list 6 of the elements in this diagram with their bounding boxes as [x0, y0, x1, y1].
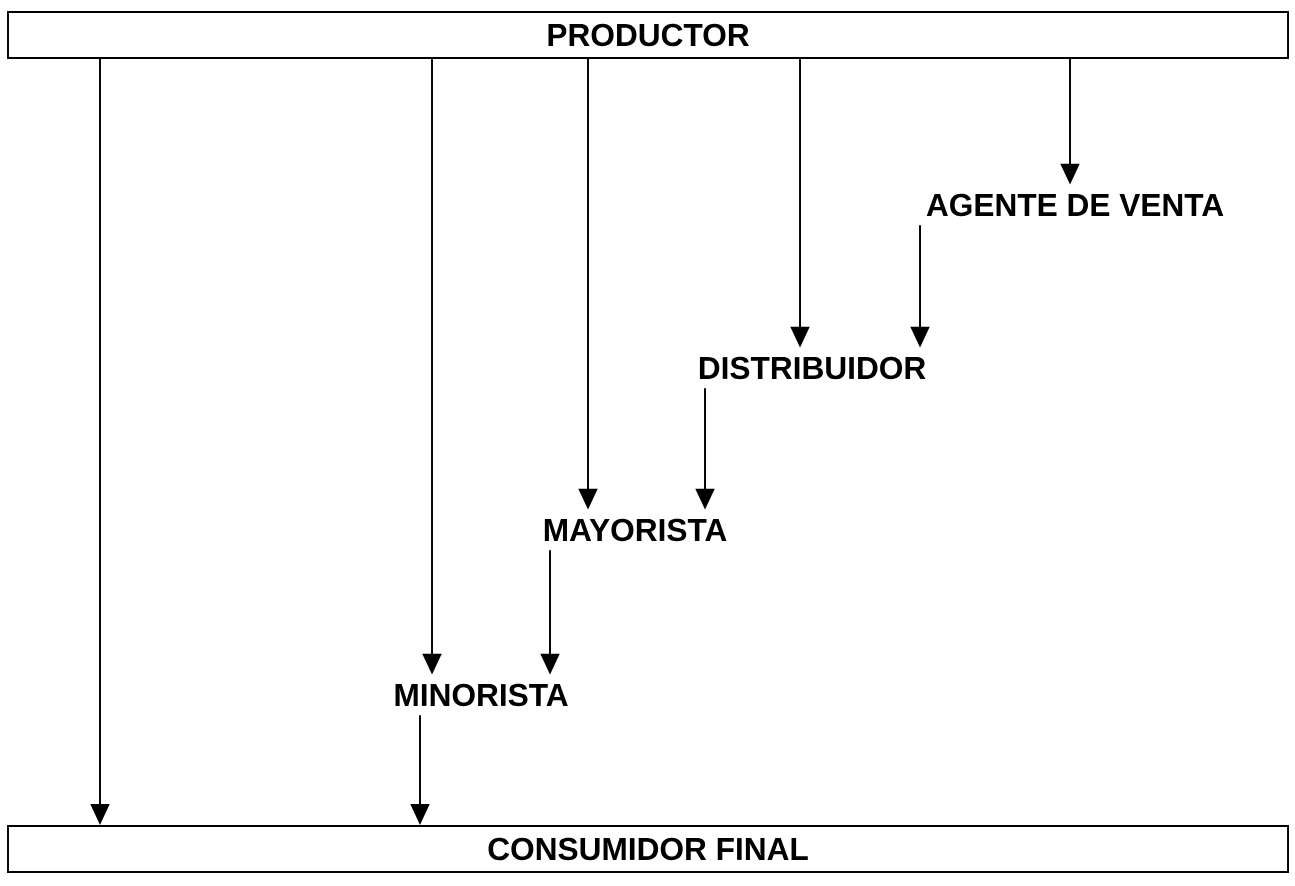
channel-label: AGENTE DE VENTA [926, 193, 1224, 217]
producer-band: PRODUCTOR [7, 11, 1289, 59]
channel-label: MINORISTA [395, 683, 568, 707]
channel-label: DISTRIBUIDOR [699, 356, 926, 380]
consumer-band: CONSUMIDOR FINAL [7, 825, 1289, 873]
channel-label: MAYORISTA [544, 518, 727, 542]
